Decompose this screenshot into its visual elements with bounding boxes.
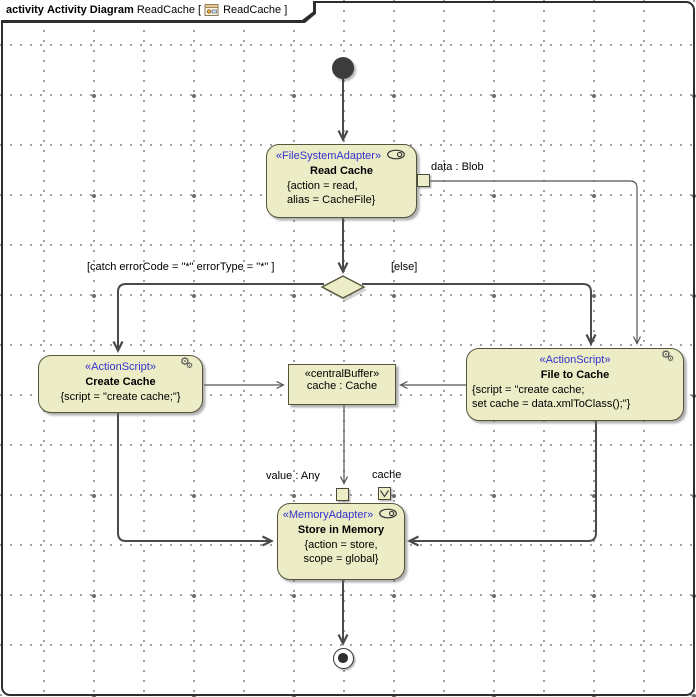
adapter-oval-icon [379,508,398,519]
action-file-to-cache[interactable]: ⚙⚙ «ActionScript» File to Cache {script … [466,348,684,421]
action-create-cache[interactable]: ⚙⚙ «ActionScript» Create Cache {script =… [38,355,203,413]
action-store-in-memory[interactable]: «MemoryAdapter» Store in Memory {action … [277,503,405,580]
read-cache-constraint: alias = CacheFile} [287,194,376,206]
adapter-oval-icon [387,149,405,160]
frame-bracket-open: [ [198,4,202,16]
pin-label-data: data : Blob [431,161,484,173]
pin-label-value: value : Any [266,470,320,482]
buffer-name: cache : Cache [306,380,378,392]
final-node-dot [338,653,348,663]
edge-filetocache-to-storeinmemory[interactable] [407,421,597,547]
frame-title: activity Activity Diagram ReadCache [Rea… [0,0,313,20]
read-cache-stereotype: «FileSystemAdapter» [267,149,416,163]
final-node[interactable] [333,648,354,669]
file-to-cache-constraint: {script = "create cache; [472,384,585,396]
input-pin-value[interactable] [336,488,349,501]
file-to-cache-constraint: set cache = data.xmlToClass();"} [472,398,631,410]
decision-node[interactable] [320,275,367,301]
edge-createcache-to-storeinmemory[interactable] [117,413,274,547]
frame-diagram-type: Activity Diagram [46,4,134,16]
edge-datapin-to-filetocache[interactable] [430,180,642,345]
store-in-memory-constraint: {action = store, [304,539,378,551]
edge-decision-to-filetocache[interactable] [362,283,597,346]
store-in-memory-stereotype: «MemoryAdapter» [278,508,404,522]
pin-label-cache: cache [372,469,402,481]
create-cache-stereotype: «ActionScript» [85,361,156,373]
file-to-cache-stereotype: «ActionScript» [539,354,611,366]
read-cache-name: Read Cache [310,165,373,177]
guard-label-catch: [catch errorCode = "*" errorType = "*" ] [87,261,275,273]
action-read-cache[interactable]: «FileSystemAdapter» Read Cache {action =… [266,144,417,218]
buffer-stereotype: «centralBuffer» [304,368,380,380]
pin-arrow-icon [380,490,389,498]
decision-diamond[interactable] [320,275,366,299]
read-cache-constraint: {action = read, [287,180,358,192]
frame-bracket-close: ] [284,4,288,16]
central-buffer-node[interactable]: «centralBuffer» cache : Cache [288,364,396,405]
frame-keyword: activity [6,4,44,16]
guard-label-else: [else] [391,261,418,273]
create-cache-constraint: {script = "create cache;"} [60,391,181,403]
input-pin-cache[interactable] [378,487,391,500]
frame-tab-ref: ReadCache [223,4,282,16]
create-cache-name: Create Cache [85,376,156,388]
initial-node[interactable] [332,57,354,79]
script-gears-icon: ⚙⚙ [179,356,193,371]
file-to-cache-name: File to Cache [540,369,610,381]
store-in-memory-name: Store in Memory [297,524,385,536]
output-pin-data[interactable] [417,174,430,187]
frame-diagram-name: ReadCache [136,4,195,16]
edge-decision-to-createcache[interactable] [112,283,324,353]
script-gears-icon: ⚙⚙ [660,349,674,364]
activity-diagram-icon [204,4,219,16]
store-in-memory-constraint: scope = global} [303,553,379,565]
